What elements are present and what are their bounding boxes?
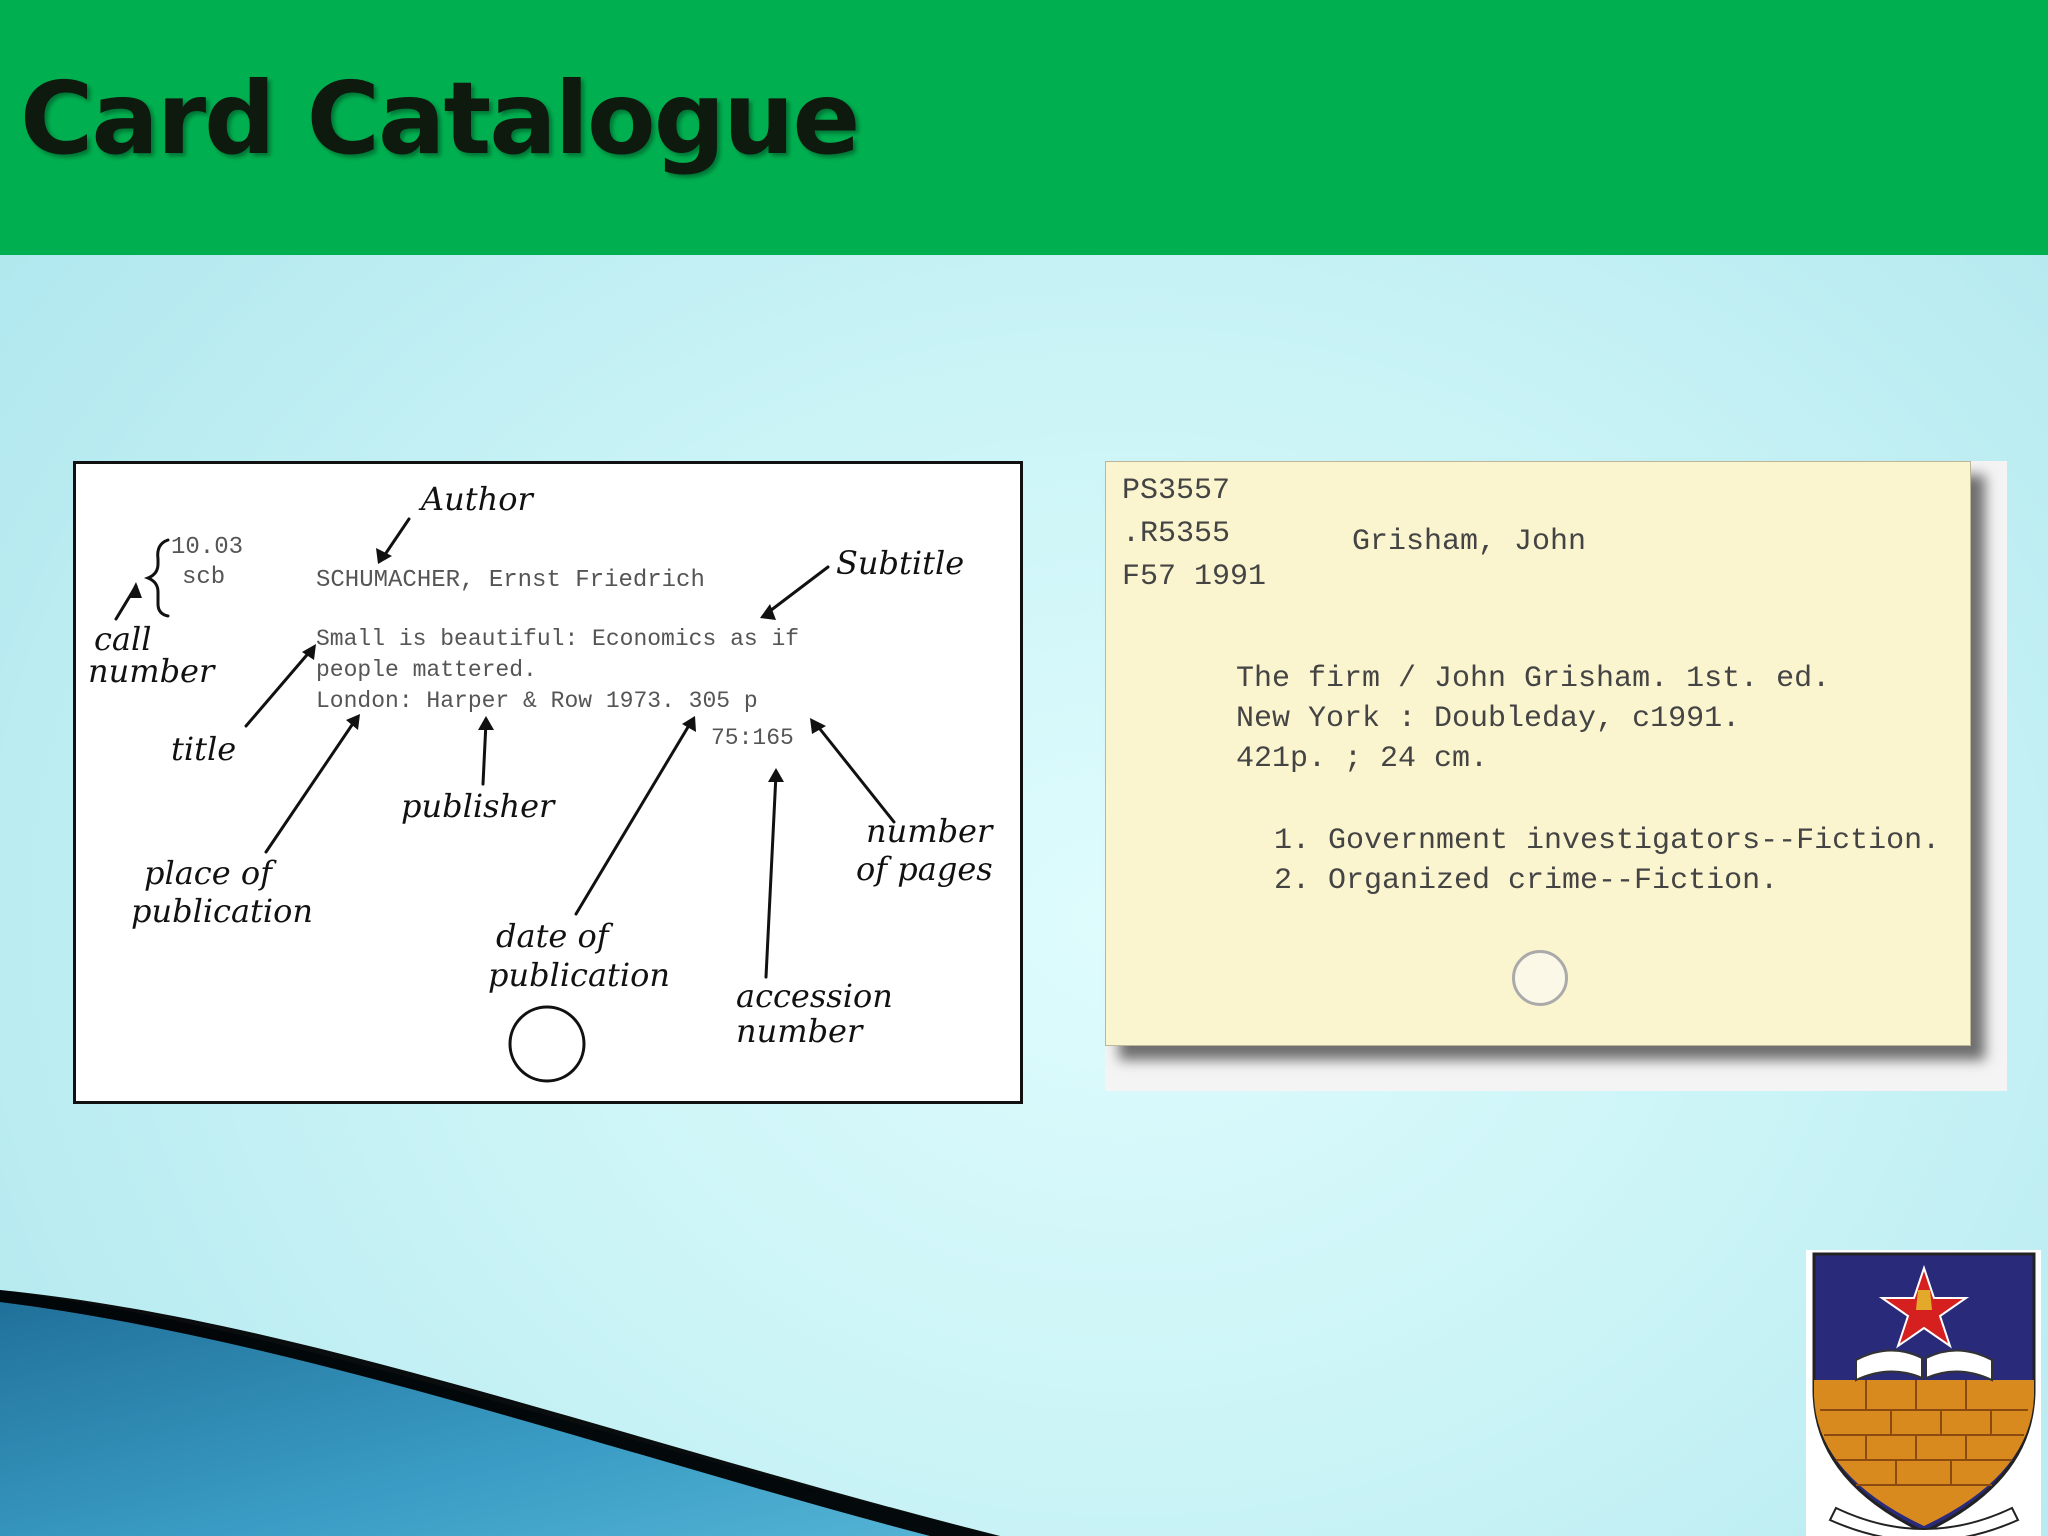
imprint-line: London: Harper & Row 1973. 305 p (316, 688, 758, 714)
call-number-line-1: 10.03 (171, 534, 244, 561)
label-pages-1: number (866, 812, 993, 850)
subject-1: 1. Government investigators--Fiction. (1274, 824, 1941, 858)
slide-title: Card Catalogue (20, 60, 860, 177)
annotated-catalogue-card: 10.03 scb SCHUMACHER, Ernst Friedrich Sm… (73, 461, 1023, 1104)
label-author: Author (421, 480, 533, 518)
label-call-number-2: number (88, 652, 215, 690)
title-line-1: Small is beautiful: Economics as if (316, 626, 800, 652)
publication-statement: New York : Doubleday, c1991. (1236, 702, 1741, 736)
label-place-1: place of (144, 854, 272, 892)
accession-code: 75:165 (711, 725, 794, 751)
label-accession-2: number (736, 1012, 863, 1050)
call-number-line-2: scb (182, 564, 226, 591)
punch-hole (508, 1005, 586, 1083)
call-number-line-1: PS3557 (1122, 474, 1231, 508)
physical-description: 421p. ; 24 cm. (1236, 742, 1489, 776)
call-number-line-2: .R5355 (1122, 517, 1231, 551)
label-title: title (171, 730, 237, 768)
call-number-line-3: F57 1991 (1122, 560, 1267, 594)
annotation-arrows (114, 517, 896, 1083)
label-place-2: publication (131, 892, 314, 930)
label-subtitle: Subtitle (836, 544, 965, 582)
title-line-2: people mattered. (316, 657, 537, 683)
label-date-2: publication (488, 956, 671, 994)
label-publisher: publisher (401, 787, 555, 825)
title-statement: The firm / John Grisham. 1st. ed. (1236, 662, 1831, 696)
university-crest-logo (1806, 1250, 2041, 1536)
grisham-catalogue-card: PS3557 .R5355 F57 1991 Grisham, John The… (1105, 461, 1971, 1046)
label-accession-1: accession (736, 977, 893, 1015)
punch-hole (1512, 950, 1568, 1006)
title-bar (0, 0, 2048, 255)
author-heading: Grisham, John (1352, 525, 1587, 559)
label-call-number-1: call (94, 620, 152, 658)
label-pages-2: of pages (856, 850, 993, 888)
subject-2: 2. Organized crime--Fiction. (1274, 864, 1779, 898)
decorative-swoosh (0, 1290, 1000, 1536)
label-date-1: date of (496, 917, 609, 955)
author-line: SCHUMACHER, Ernst Friedrich (316, 567, 705, 594)
